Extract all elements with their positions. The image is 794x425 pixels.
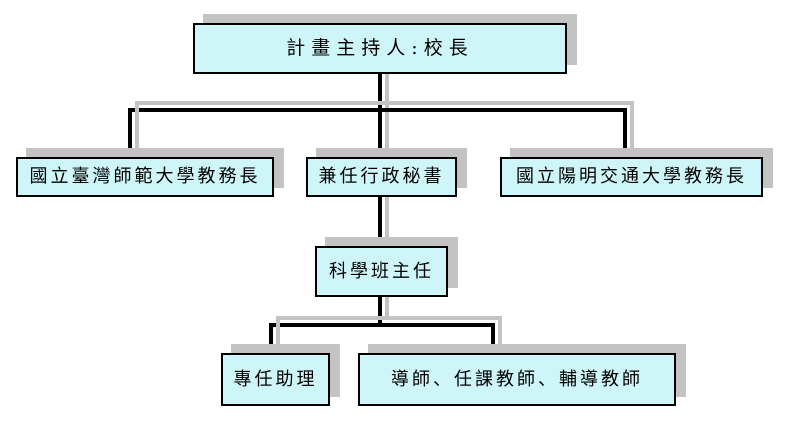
connector-secretary-to-science <box>378 197 382 246</box>
node-teachers-label: 導師、任課教師、輔導教師 <box>391 368 643 390</box>
node-nycu-dean: 國立陽明交通大學教務長 <box>500 157 763 197</box>
connector-science-stem <box>378 297 382 325</box>
node-project-director: 計畫主持人:校長 <box>193 23 567 74</box>
connector-drop-teachers <box>491 323 495 353</box>
node-admin-secretary-label: 兼任行政秘書 <box>318 166 445 188</box>
node-fulltime-assistant-label: 專任助理 <box>233 368 318 390</box>
node-project-director-label: 計畫主持人:校長 <box>286 37 474 60</box>
connector-level4-horizontal <box>269 323 495 327</box>
node-ntnu-dean-label: 國立臺灣師範大學教務長 <box>29 166 261 188</box>
connector-director-stem <box>378 74 382 157</box>
node-admin-secretary: 兼任行政秘書 <box>306 157 457 197</box>
node-science-class-director: 科學班主任 <box>315 246 448 297</box>
connector-drop-assistant <box>269 323 273 353</box>
node-nycu-dean-label: 國立陽明交通大學教務長 <box>516 166 747 188</box>
node-fulltime-assistant: 專任助理 <box>221 353 330 406</box>
node-science-class-director-label: 科學班主任 <box>329 260 434 282</box>
node-ntnu-dean: 國立臺灣師範大學教務長 <box>16 157 274 197</box>
connector-drop-nycu-dean <box>623 108 627 157</box>
connector-drop-ntnu-dean <box>128 108 132 157</box>
node-teachers: 導師、任課教師、輔導教師 <box>358 353 676 406</box>
connector-level2-horizontal <box>128 108 627 112</box>
